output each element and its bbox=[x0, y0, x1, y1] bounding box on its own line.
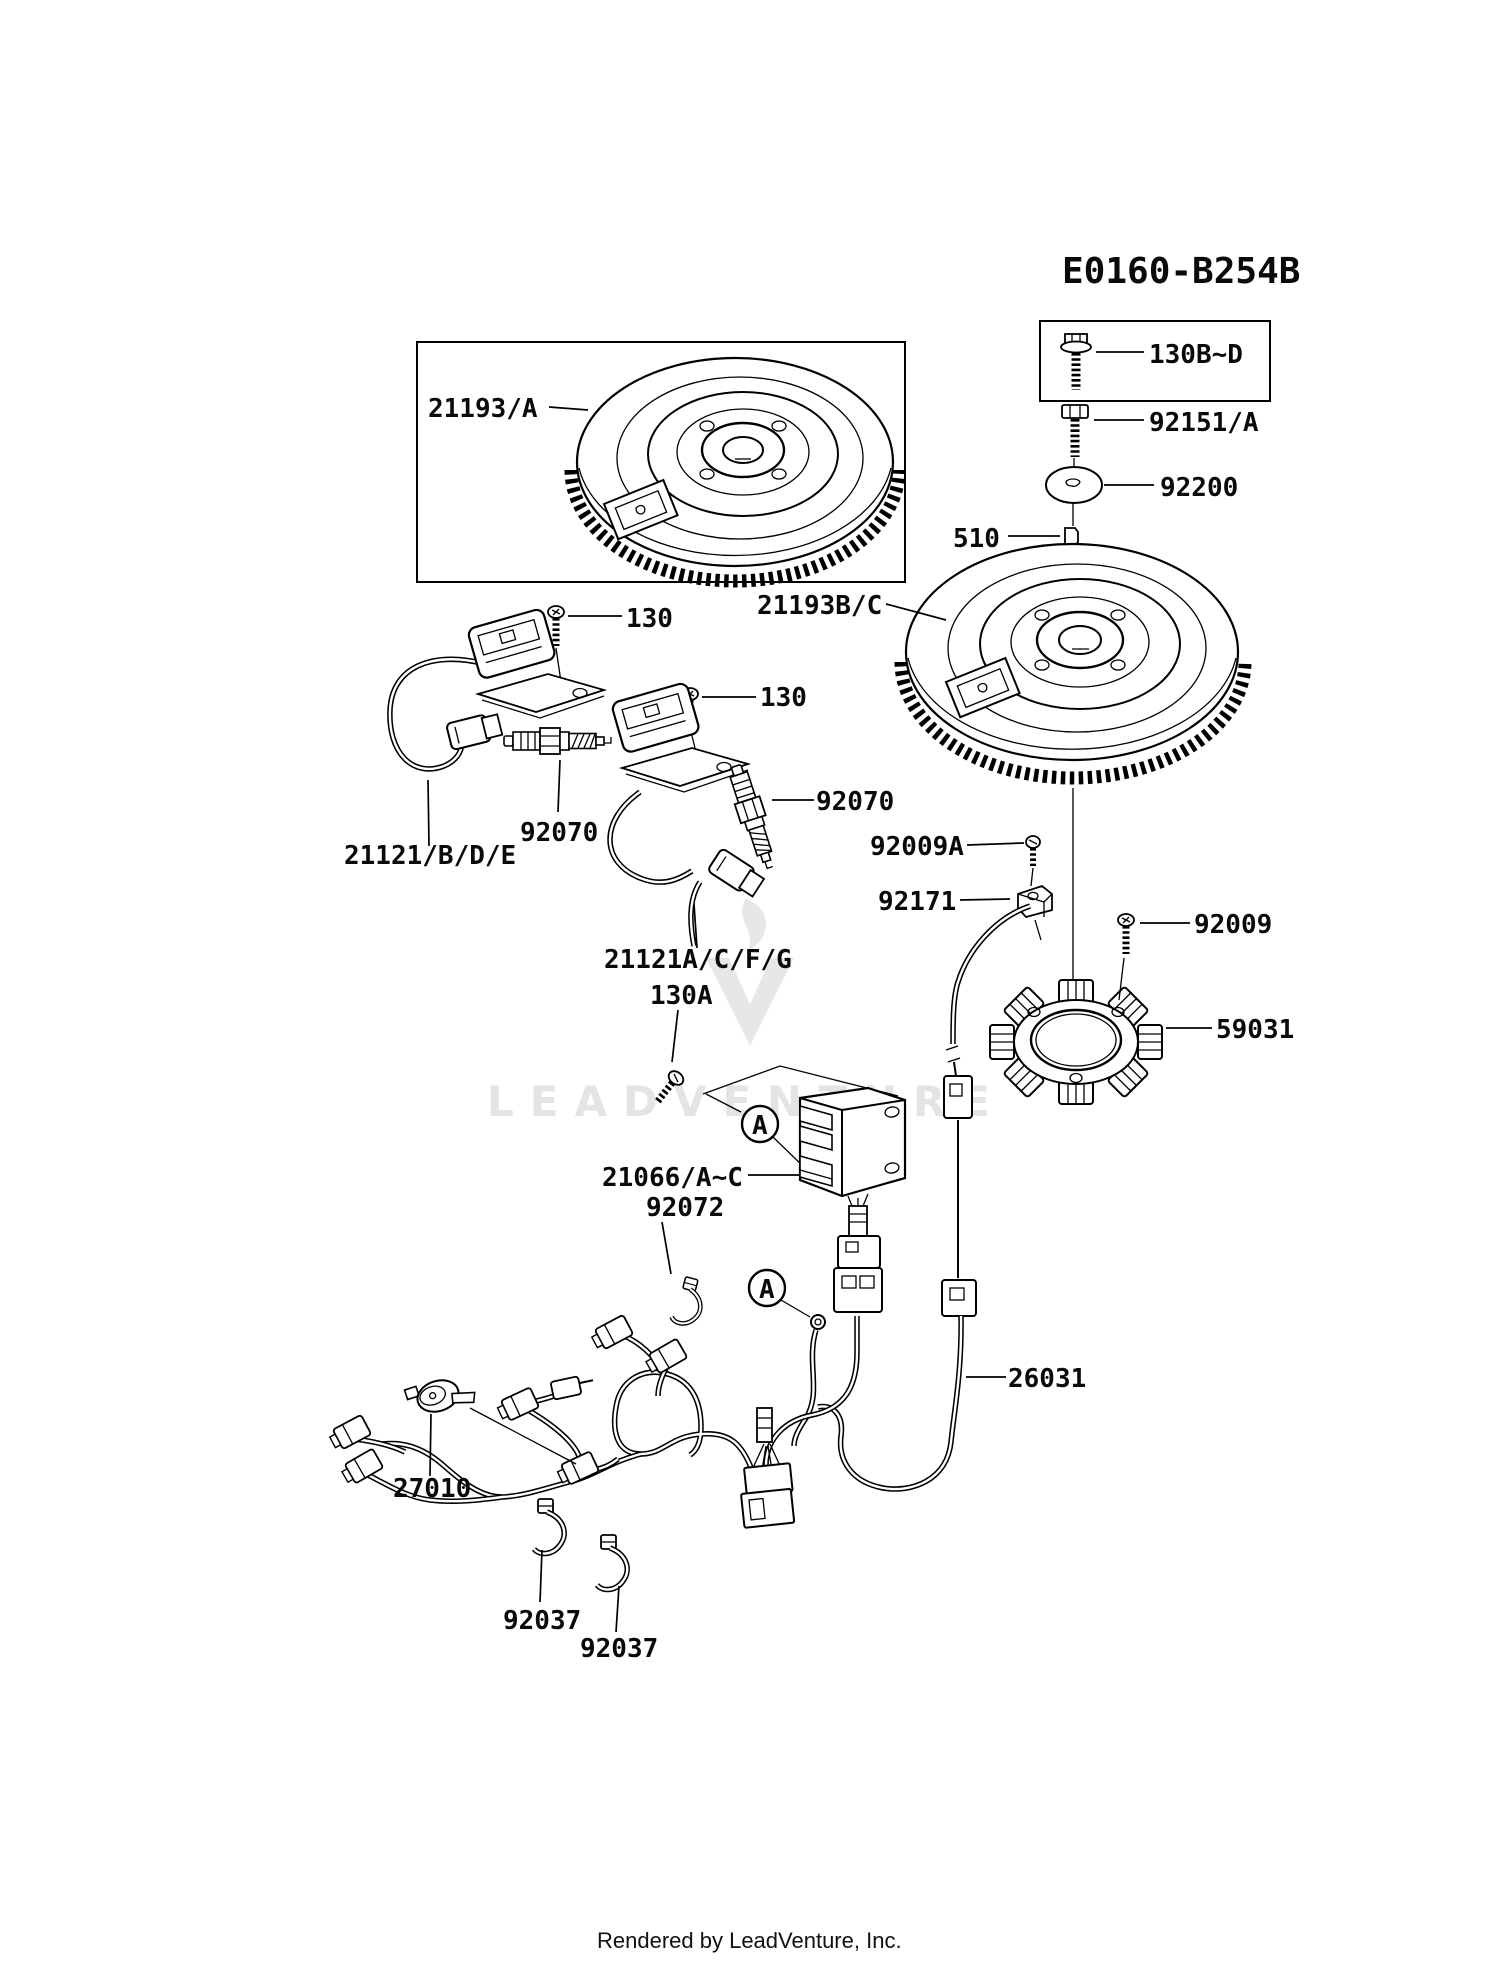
coil-right-drawing bbox=[611, 682, 752, 793]
pin-510-group: 510 bbox=[953, 503, 1079, 554]
clamp-92072-icon bbox=[671, 1276, 708, 1327]
diagram-code: E0160-B254B bbox=[1062, 251, 1300, 292]
harness-group: 26031 bbox=[326, 1075, 1086, 1529]
clamp-92171-group: 92009A 92171 bbox=[870, 832, 1053, 941]
harness-connector bbox=[494, 1386, 541, 1425]
screw-130a-icon bbox=[654, 1070, 685, 1104]
clamp-92037-a-group: 92037 bbox=[503, 1499, 581, 1636]
main-connector bbox=[740, 1407, 796, 1529]
flywheel-bc-magnet bbox=[944, 656, 1021, 719]
detail-marker-a2-text: A bbox=[759, 1275, 775, 1305]
part-label-21066: 21066/A~C bbox=[602, 1163, 743, 1193]
harness-connector-right bbox=[941, 1279, 977, 1317]
clamp-92072-group: 92072 bbox=[646, 1193, 724, 1327]
flywheel-bc-group: 21193B/C bbox=[757, 542, 1252, 785]
part-label-130-left: 130 bbox=[626, 604, 673, 634]
part-label-92037-a: 92037 bbox=[503, 1606, 581, 1636]
bolt-92151-group: 92151/A bbox=[1061, 404, 1259, 467]
detail-marker-a2 bbox=[747, 1268, 787, 1308]
flywheel-bc-drawing bbox=[894, 542, 1252, 785]
part-label-510: 510 bbox=[953, 524, 1000, 554]
spark-plug-left-icon bbox=[503, 727, 612, 755]
leadventure-watermark: LEADVENTURE bbox=[487, 898, 1006, 1126]
part-label-130-right: 130 bbox=[760, 683, 807, 713]
detail-marker-a1 bbox=[740, 1104, 780, 1144]
detail-marker-a1-text: A bbox=[752, 1111, 768, 1141]
harness-connector bbox=[588, 1313, 635, 1353]
stator-group: 92009 59031 bbox=[945, 903, 1294, 1105]
part-label-130b-d: 130B~D bbox=[1149, 340, 1243, 370]
spade-connector bbox=[550, 1375, 594, 1401]
stator-drawing bbox=[989, 979, 1163, 1105]
clamp-92037-b-group: 92037 bbox=[580, 1535, 658, 1664]
part-label-92072: 92072 bbox=[646, 1193, 724, 1223]
bolt-box-group: 130B~D bbox=[1039, 320, 1271, 402]
coil-right-group: 130 92070 21121A/C/F/G bbox=[604, 682, 894, 975]
part-label-27010: 27010 bbox=[393, 1474, 471, 1504]
regulator-group: 130A A 21 bbox=[602, 981, 907, 1313]
clamp-92037-b-icon bbox=[597, 1535, 627, 1590]
bolt-92009-icon bbox=[1118, 914, 1134, 954]
flywheel-a-group: 21193/A bbox=[416, 341, 906, 588]
stator-connector bbox=[943, 1075, 973, 1119]
regulator-drawing bbox=[798, 1086, 907, 1313]
plug-cap-right bbox=[708, 848, 766, 898]
switch-27010-icon bbox=[403, 1379, 476, 1413]
part-label-59031: 59031 bbox=[1216, 1015, 1294, 1045]
part-label-92171: 92171 bbox=[878, 887, 956, 917]
plug-cap-left bbox=[446, 713, 504, 751]
flywheel-a-drawing bbox=[564, 356, 906, 588]
screw-92009a-icon bbox=[1025, 835, 1041, 866]
part-label-92037-b: 92037 bbox=[580, 1634, 658, 1664]
part-label-92070-right: 92070 bbox=[816, 787, 894, 817]
part-label-21193a: 21193/A bbox=[428, 394, 538, 424]
part-label-92009: 92009 bbox=[1194, 910, 1272, 940]
part-label-21121bde: 21121/B/D/E bbox=[344, 841, 516, 871]
part-label-130a: 130A bbox=[650, 981, 713, 1011]
part-label-21121acfg: 21121A/C/F/G bbox=[604, 945, 792, 975]
harness-connector bbox=[326, 1413, 373, 1453]
watermark-text: LEADVENTURE bbox=[487, 1077, 1006, 1126]
part-label-92151: 92151/A bbox=[1149, 408, 1259, 438]
part-label-26031: 26031 bbox=[1008, 1364, 1086, 1394]
footer-credit: Rendered by LeadVenture, Inc. bbox=[597, 1928, 902, 1953]
coil-left-group: 130 92070 21121/B/D/E bbox=[344, 604, 673, 871]
part-label-21193bc: 21193B/C bbox=[757, 591, 882, 621]
switch-group: 27010 bbox=[393, 1379, 577, 1504]
part-label-92009a: 92009A bbox=[870, 832, 964, 862]
flywheel-a-magnet bbox=[602, 478, 679, 541]
part-label-92070-left: 92070 bbox=[520, 818, 598, 848]
clamp-92171-icon bbox=[1017, 884, 1053, 919]
washer-92200-group: 92200 bbox=[1045, 466, 1238, 504]
clamp-92037-a-icon bbox=[534, 1499, 564, 1554]
flanged-bolt-icon bbox=[1060, 333, 1092, 390]
hex-bolt-icon bbox=[1061, 404, 1089, 457]
part-label-92200: 92200 bbox=[1160, 473, 1238, 503]
coil-left-drawing bbox=[467, 608, 608, 719]
